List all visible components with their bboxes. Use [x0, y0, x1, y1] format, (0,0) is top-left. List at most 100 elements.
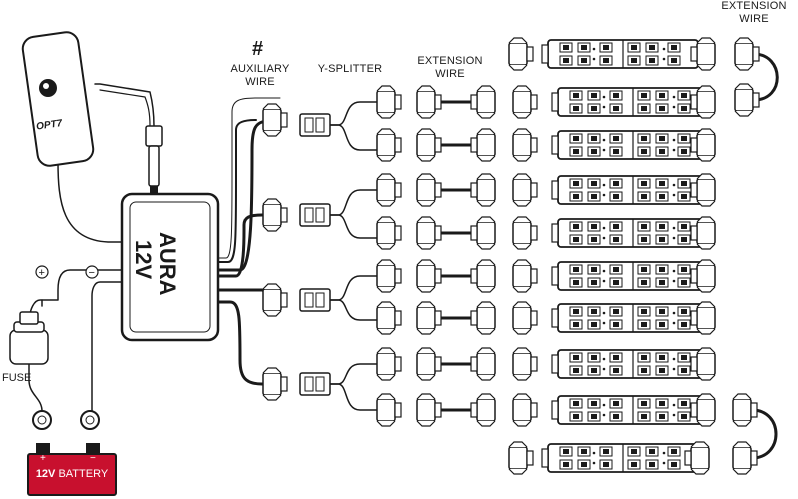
- splitter-out-connector-7: [376, 347, 402, 381]
- lightbar-in-connector-8: [512, 393, 538, 427]
- extension-in-connector-3: [416, 173, 442, 207]
- box-output-connector-3: [262, 283, 288, 317]
- aux-wire-b: [215, 97, 281, 259]
- splitter-branch-a-4: [329, 363, 379, 385]
- splitter-branch-a-2: [329, 189, 379, 216]
- battery-terminal-negative: [86, 443, 100, 453]
- light-bar-top: [541, 39, 705, 69]
- extension-in-connector-4: [416, 216, 442, 250]
- splitter-branch-b-1: [329, 124, 379, 151]
- light-bar-4: [551, 218, 715, 248]
- fuse-holder: [9, 311, 49, 365]
- battery-label: BATTERY: [55, 468, 109, 480]
- out-wire-aux-thick: [214, 120, 264, 272]
- battery-minus-mark: −: [89, 453, 97, 464]
- lightbar-out-connector-1: [690, 85, 716, 119]
- positive-symbol: +: [35, 265, 49, 279]
- box-output-connector-2: [262, 198, 288, 232]
- extension-out-connector-8: [470, 393, 496, 427]
- extension-out-connector-6: [470, 301, 496, 335]
- battery-plus-mark: +: [39, 453, 47, 464]
- aux-wire-a: [215, 119, 257, 263]
- splitter-out-connector-6: [376, 301, 402, 335]
- y-splitter-4: [299, 372, 331, 396]
- out-wire-3: [214, 300, 264, 386]
- out-wire-2: [214, 288, 270, 302]
- top-lightbar-in-connector: [508, 37, 534, 71]
- fuse-label: FUSE: [2, 372, 32, 384]
- lightbar-in-connector-2: [512, 128, 538, 162]
- extension-out-connector-5: [470, 259, 496, 293]
- top-lightbar-out-connector: [690, 37, 716, 71]
- splitter-branch-b-3: [329, 299, 379, 321]
- y-splitter-1: [299, 113, 331, 137]
- bottom-lightbar-in-connector: [508, 441, 534, 475]
- top-extension-loop: [752, 52, 779, 102]
- lightbar-out-connector-7: [690, 347, 716, 381]
- lightbar-out-connector-4: [690, 216, 716, 250]
- splitter-out-connector-5: [376, 259, 402, 293]
- lightbar-in-connector-3: [512, 173, 538, 207]
- splitter-branch-a-3: [329, 275, 379, 301]
- top-extension-connector-b: [734, 83, 760, 117]
- fuse-to-ring: [28, 363, 43, 412]
- splitter-out-connector-3: [376, 173, 402, 207]
- lightbar-in-connector-4: [512, 216, 538, 250]
- battery-terminal-positive: [36, 443, 50, 453]
- pos-cable: [29, 269, 123, 317]
- battery: 12V BATTERY: [27, 453, 117, 496]
- light-bar-6: [551, 303, 715, 333]
- splitter-out-connector-2: [376, 128, 402, 162]
- remote-controller: OPT7: [21, 31, 95, 167]
- extension-in-connector-2: [416, 128, 442, 162]
- auxiliary-symbol: #: [252, 38, 264, 60]
- box-output-connector-4: [262, 367, 288, 401]
- box-voltage-label: 12V: [131, 240, 156, 279]
- lightbar-in-connector-7: [512, 347, 538, 381]
- splitter-branch-a-1: [329, 101, 379, 126]
- bottom-extension-connector-b: [732, 441, 758, 475]
- negative-symbol: −: [85, 265, 99, 279]
- y-splitter-2: [299, 203, 331, 227]
- remote-brand-label: OPT7: [36, 118, 64, 133]
- splitter-out-connector-4: [376, 216, 402, 250]
- extension-out-connector-7: [470, 347, 496, 381]
- extension-out-connector-2: [470, 128, 496, 162]
- out-wire-1: [214, 213, 264, 278]
- extension-in-connector-6: [416, 301, 442, 335]
- dc-plug: [145, 125, 163, 194]
- svg-text:+: +: [39, 267, 45, 279]
- extension-out-connector-1: [470, 85, 496, 119]
- lightbar-in-connector-1: [512, 85, 538, 119]
- lightbar-in-connector-5: [512, 259, 538, 293]
- splitter-branch-b-2: [329, 214, 379, 239]
- light-bar-1: [551, 87, 715, 117]
- extension-in-connector-7: [416, 347, 442, 381]
- splitter-out-connector-1: [376, 85, 402, 119]
- ring-terminal-negative: [80, 410, 100, 430]
- battery-voltage: 12V: [35, 468, 56, 480]
- lightbar-out-connector-3: [690, 173, 716, 207]
- lightbar-in-connector-6: [512, 301, 538, 335]
- light-bar-8: [551, 395, 715, 425]
- lightbar-out-connector-8: [690, 393, 716, 427]
- extension-out-connector-3: [470, 173, 496, 207]
- extension-in-connector-8: [416, 393, 442, 427]
- light-bar-3: [551, 175, 715, 205]
- remote-cable: [57, 161, 151, 243]
- lightbar-out-connector-6: [690, 301, 716, 335]
- y-splitter-label: Y-SPLITTER: [317, 63, 383, 75]
- y-splitter-3: [299, 288, 331, 312]
- ring-terminal-positive: [32, 410, 52, 430]
- extension-out-connector-4: [470, 216, 496, 250]
- box-output-connector-1: [262, 103, 288, 137]
- plug-cable-1: [94, 83, 155, 127]
- splitter-branch-b-4: [329, 383, 379, 411]
- bottom-extension-connector-a: [732, 393, 758, 427]
- light-bar-2: [551, 130, 715, 160]
- plug-cable-2: [99, 89, 151, 127]
- lightbar-out-connector-5: [690, 259, 716, 293]
